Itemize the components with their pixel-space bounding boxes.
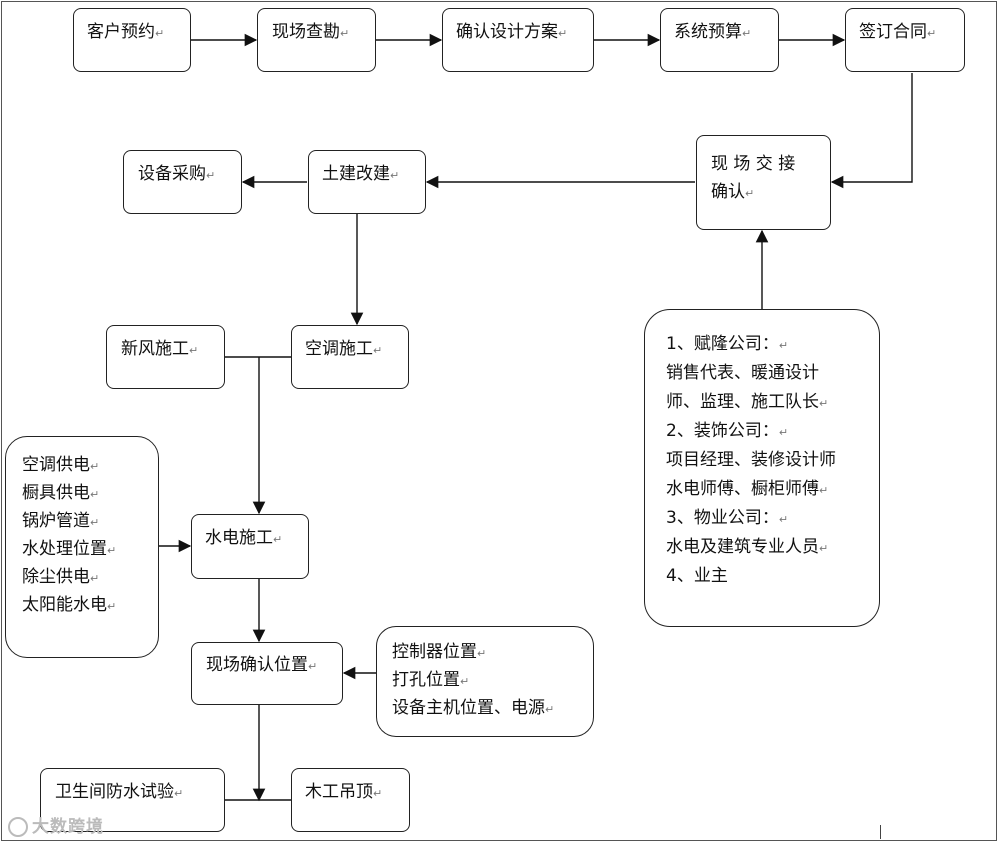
parties-line: 3、物业公司：↵ (666, 508, 789, 528)
node-shuidian-shigong[interactable]: 水电施工↵ (191, 514, 309, 579)
power-item: 太阳能水电↵ (22, 595, 117, 615)
node-weishengjian-fangshui[interactable]: 卫生间防水试验↵ (40, 768, 225, 832)
parties-line: 销售代表、暖通设计 (666, 363, 819, 383)
node-qianding-hetong[interactable]: 签订合同↵ (845, 8, 965, 72)
position-list: 控制器位置↵ 打孔位置↵ 设备主机位置、电源↵ (392, 638, 554, 722)
node-tujian-gaijian[interactable]: 土建改建↵ (308, 150, 426, 214)
position-list-box[interactable]: 控制器位置↵ 打孔位置↵ 设备主机位置、电源↵ (376, 626, 594, 737)
power-list: 空调供电↵ 橱具供电↵ 锅炉管道↵ 水处理位置↵ 除尘供电↵ 太阳能水电↵ (22, 451, 116, 619)
watermark-circle-icon (8, 817, 28, 837)
arrow-hetong-to-jiaojie (830, 73, 913, 189)
power-item: 橱具供电↵ (22, 483, 100, 503)
node-xianchang-jiaojie[interactable]: 现 场 交 接 确认↵ (696, 135, 831, 230)
node-xianchang-chakan[interactable]: 现场查勘↵ (257, 8, 376, 72)
parties-line: 4、业主 (666, 566, 728, 586)
parties-line: 师、监理、施工队长↵ (666, 392, 829, 412)
node-kongtiao-shigong[interactable]: 空调施工↵ (291, 325, 409, 389)
node-xinfeng-shigong[interactable]: 新风施工↵ (106, 325, 225, 389)
parties-line: 水电及建筑专业人员↵ (666, 537, 829, 557)
parties-line: 1、赋隆公司：↵ (666, 334, 789, 354)
position-item: 打孔位置↵ (392, 670, 470, 690)
node-kehu-yuyue[interactable]: 客户预约↵ (73, 8, 191, 72)
position-item: 设备主机位置、电源↵ (392, 698, 555, 718)
edge-mark (880, 825, 881, 839)
parties-line: 水电师傅、橱柜师傅↵ (666, 479, 829, 499)
node-queren-sheji[interactable]: 确认设计方案↵ (442, 8, 594, 72)
node-shebei-caigou[interactable]: 设备采购↵ (123, 150, 242, 214)
power-item: 除尘供电↵ (22, 567, 100, 587)
node-xitong-yusuan[interactable]: 系统预算↵ (660, 8, 779, 72)
node-xianchang-queren-weizhi[interactable]: 现场确认位置↵ (191, 642, 343, 705)
power-item: 水处理位置↵ (22, 539, 117, 559)
power-item: 空调供电↵ (22, 455, 100, 475)
node-mugong-diaoding[interactable]: 木工吊顶↵ (291, 768, 410, 832)
parties-box[interactable]: 1、赋隆公司：↵ 销售代表、暖通设计 师、监理、施工队长↵ 2、装饰公司：↵ 项… (644, 309, 880, 627)
parties-line: 项目经理、装修设计师 (666, 450, 836, 470)
watermark: 大数跨境 (8, 812, 104, 837)
power-item: 锅炉管道↵ (22, 511, 100, 531)
parties-line: 2、装饰公司：↵ (666, 421, 789, 441)
power-list-box[interactable]: 空调供电↵ 橱具供电↵ 锅炉管道↵ 水处理位置↵ 除尘供电↵ 太阳能水电↵ (5, 436, 159, 658)
position-item: 控制器位置↵ (392, 642, 487, 662)
parties-list: 1、赋隆公司：↵ 销售代表、暖通设计 师、监理、施工队长↵ 2、装饰公司：↵ 项… (666, 330, 836, 591)
